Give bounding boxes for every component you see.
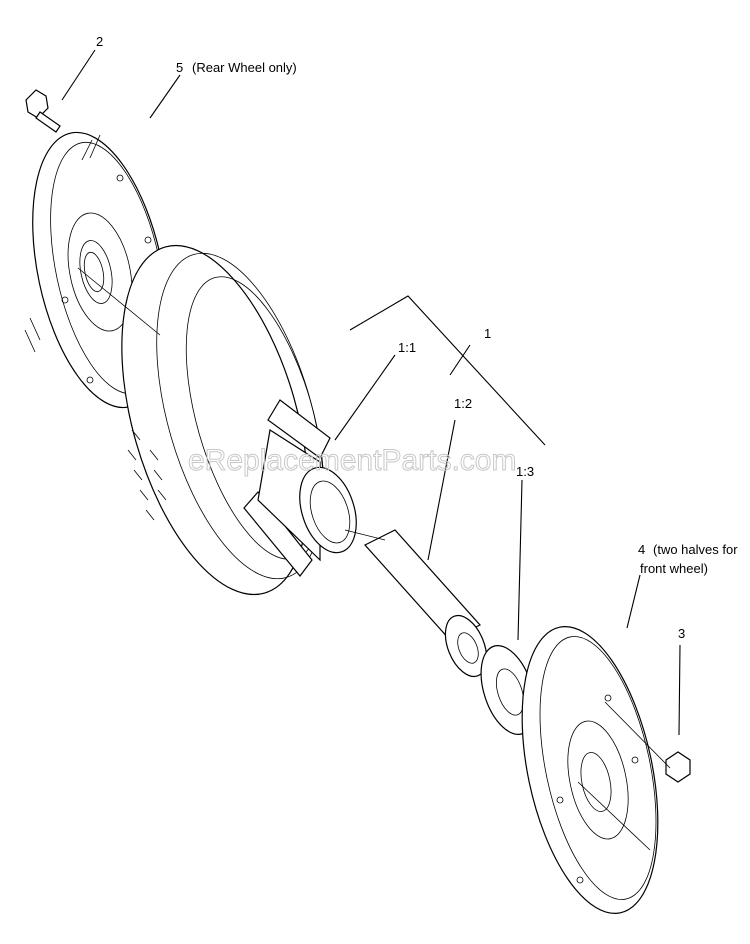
label-part-5: 5	[176, 60, 183, 75]
label-part-1-2: 1:2	[454, 396, 472, 411]
watermark-text: eReplacementParts.com	[188, 444, 516, 477]
label-part-2: 2	[96, 34, 103, 49]
label-part-1: 1	[484, 326, 491, 341]
bearing-housing	[243, 399, 357, 577]
leader-lines	[61, 49, 681, 851]
bolt	[25, 89, 61, 133]
front-wheel-hub-half	[521, 626, 659, 914]
label-part-1-3: 1:3	[516, 464, 534, 479]
label-part-3: 3	[678, 626, 685, 641]
axle-sleeve	[364, 529, 488, 678]
part-labels: 2 5 (Rear Wheel only) 1 1:1 1:2 1:3 4 (t…	[96, 34, 738, 641]
label-part-5-note: (Rear Wheel only)	[192, 60, 297, 75]
label-part-1-1: 1:1	[398, 340, 416, 355]
label-part-4: 4	[638, 542, 645, 557]
label-part-4-note-2: front wheel)	[640, 561, 708, 576]
nut	[665, 751, 691, 783]
label-part-4-note-1: (two halves for	[653, 542, 738, 557]
